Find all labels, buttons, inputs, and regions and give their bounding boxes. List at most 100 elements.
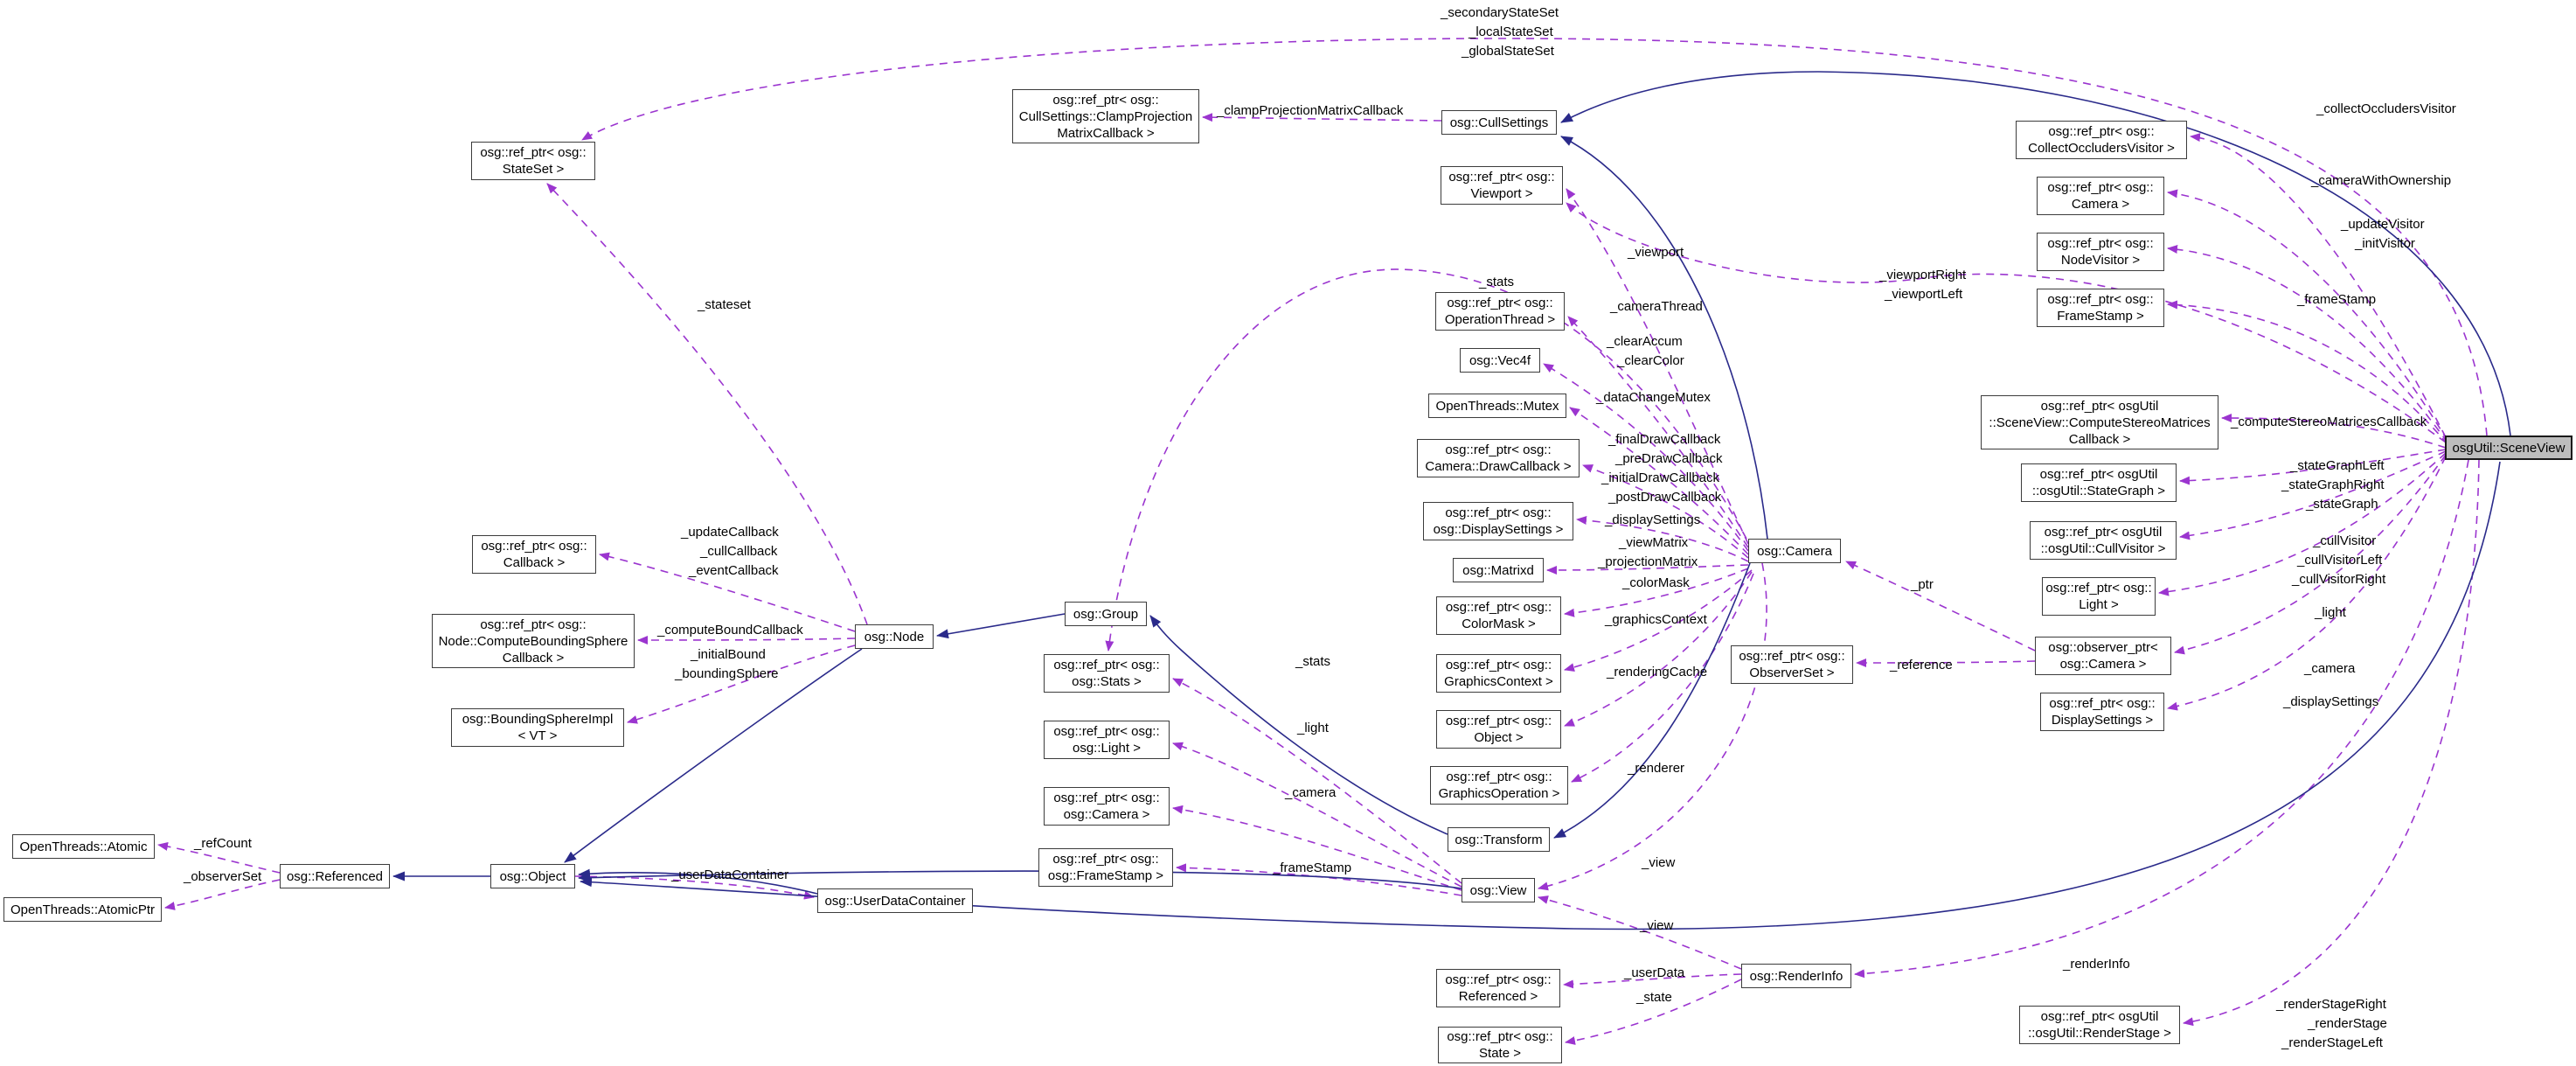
class-node-colormask-ref[interactable]: osg::ref_ptr< osg::ColorMask >: [1436, 596, 1561, 635]
class-node-observerset-ref[interactable]: osg::ref_ptr< osg::ObserverSet >: [1731, 645, 1853, 684]
edge-sceneview-computestereo: [2221, 414, 2447, 449]
edge-label: _computeStereoMatricesCallback: [2231, 415, 2427, 429]
class-node-label: Node::ComputeBoundingSphere: [438, 633, 628, 649]
edge-sceneview-collectoccluders: [2190, 133, 2447, 438]
class-node-label: ::osgUtil::CullVisitor >: [2040, 541, 2166, 556]
edge-camera-stats: [1105, 268, 1747, 651]
class-node-label: osg::Object: [499, 868, 566, 884]
class-node-referenced[interactable]: osg::Referenced: [280, 864, 390, 888]
class-node-graphicsoperation-ref[interactable]: osg::ref_ptr< osg::GraphicsOperation >: [1430, 766, 1568, 805]
class-node-stateset-ref[interactable]: osg::ref_ptr< osg::StateSet >: [471, 142, 595, 180]
class-node-label: osg::Group: [1073, 606, 1139, 622]
edge-renderinfo-view: [1538, 895, 1742, 970]
edge-label: _preDrawCallback: [1615, 451, 1723, 466]
class-node-label: osg::ref_ptr< osg::: [1052, 852, 1159, 867]
edge-sceneview-displaysettings: [2167, 456, 2447, 711]
class-node-stategraph-ref[interactable]: osg::ref_ptr< osgUtil::osgUtil::StateGra…: [2021, 463, 2177, 502]
edge-label: _cullVisitorRight: [2292, 572, 2386, 587]
class-node-label: osg::ref_ptr< osgUtil: [2044, 525, 2163, 540]
edge-sceneview-cullsettings: [1560, 71, 2511, 436]
edge-sceneview-camera: [2174, 454, 2447, 655]
class-node-nodevisitor-ref[interactable]: osg::ref_ptr< osg::NodeVisitor >: [2037, 233, 2164, 271]
class-node-operationthread-ref[interactable]: osg::ref_ptr< osg::OperationThread >: [1435, 292, 1565, 331]
edge-label: _clearAccum: [1607, 334, 1683, 349]
class-node-matrixd[interactable]: osg::Matrixd: [1453, 558, 1544, 582]
class-node-framestamp-ref-left[interactable]: osg::ref_ptr< osg::osg::FrameStamp >: [1038, 848, 1173, 887]
class-node-label: osg::ref_ptr< osg::: [2045, 581, 2152, 596]
edge-label: _renderer: [1628, 761, 1685, 776]
edge-sceneview-stategraph: [2179, 449, 2447, 485]
class-node-camera-ref-left[interactable]: osg::ref_ptr< osg::osg::Camera >: [1044, 787, 1170, 826]
class-node-label: FrameStamp >: [2057, 309, 2144, 324]
edge-sceneview-statesets: [581, 38, 2488, 436]
class-node-cullsettings[interactable]: osg::CullSettings: [1441, 110, 1557, 135]
class-node-displaysettings-mid-ref[interactable]: osg::ref_ptr< osg::osg::DisplaySettings …: [1423, 502, 1573, 540]
class-node-label: Callback >: [502, 650, 565, 665]
edge-view-framestamp: [1176, 863, 1462, 896]
class-node-boundingsphere[interactable]: osg::BoundingSphereImpl< VT >: [451, 708, 624, 747]
class-node-camera[interactable]: osg::Camera: [1748, 539, 1841, 563]
edge-sceneview-light: [2158, 452, 2447, 596]
edge-observercamera-reference: [1856, 658, 2036, 667]
class-node-stats-ref[interactable]: osg::ref_ptr< osg::osg::Stats >: [1044, 654, 1170, 693]
class-node-label: StateSet >: [502, 162, 565, 177]
class-node-renderinfo[interactable]: osg::RenderInfo: [1741, 964, 1851, 988]
class-node-label: osg::Vec4f: [1469, 352, 1531, 368]
edge-label: _initialDrawCallback: [1601, 470, 1720, 485]
edge-label: _frameStamp: [2297, 292, 2377, 307]
class-node-state-ref[interactable]: osg::ref_ptr< osg::State >: [1438, 1027, 1562, 1063]
class-node-viewport-ref[interactable]: osg::ref_ptr< osg::Viewport >: [1441, 166, 1563, 205]
edge-label: _eventCallback: [689, 563, 779, 578]
class-node-label: ColorMask >: [1462, 617, 1536, 631]
class-node-collectoccluders-ref[interactable]: osg::ref_ptr< osg::CollectOccludersVisit…: [2016, 121, 2187, 159]
class-node-referenced-ref[interactable]: osg::ref_ptr< osg::Referenced >: [1436, 969, 1560, 1007]
class-node-light-ref-right[interactable]: osg::ref_ptr< osg::Light >: [2042, 577, 2156, 616]
class-node-label: osg::ref_ptr< osg::: [2047, 292, 2154, 307]
class-node-clamp-ref[interactable]: osg::ref_ptr< osg::CullSettings::ClampPr…: [1012, 89, 1199, 143]
edge-label: _view: [1642, 855, 1676, 870]
class-node-label: osg::Matrixd: [1462, 562, 1534, 578]
class-node-object-ref[interactable]: osg::ref_ptr< osg::Object >: [1436, 710, 1561, 749]
class-node-framestamp-ref-right[interactable]: osg::ref_ptr< osg::FrameStamp >: [2037, 289, 2164, 327]
class-node-callback-ref[interactable]: osg::ref_ptr< osg::Callback >: [472, 535, 596, 574]
edge-label: _updateVisitor: [2341, 217, 2425, 232]
class-node-atomic[interactable]: OpenThreads::Atomic: [12, 834, 155, 859]
class-node-label: osg::DisplaySettings >: [1433, 522, 1564, 537]
class-node-computebound-ref[interactable]: osg::ref_ptr< osg::Node::ComputeBounding…: [432, 614, 635, 668]
class-node-light-ref-left[interactable]: osg::ref_ptr< osg::osg::Light >: [1044, 721, 1170, 759]
class-node-label: osg::UserDataContainer: [824, 893, 966, 909]
class-node-sceneview[interactable]: osgUtil::SceneView: [2445, 435, 2573, 460]
edge-label: _clampProjectionMatrixCallback: [1217, 103, 1404, 118]
class-node-label: osg::ref_ptr< osg::: [1445, 714, 1552, 728]
class-node-vec4f[interactable]: osg::Vec4f: [1460, 348, 1540, 373]
edge-label: _stateset: [698, 297, 751, 312]
class-node-label: osg::View: [1469, 882, 1527, 898]
class-node-view[interactable]: osg::View: [1462, 878, 1535, 902]
class-node-graphicscontext-ref[interactable]: osg::ref_ptr< osg::GraphicsContext >: [1436, 654, 1561, 693]
class-node-atomicptr[interactable]: OpenThreads::AtomicPtr: [3, 897, 162, 922]
edge-camera-datachangemutex: [1569, 407, 1749, 555]
class-node-camera-ref-right[interactable]: osg::ref_ptr< osg::Camera >: [2037, 177, 2164, 215]
class-node-drawcallback-ref[interactable]: osg::ref_ptr< osg::Camera::DrawCallback …: [1417, 439, 1580, 477]
edge-label: _displaySettings: [2283, 694, 2379, 709]
class-node-node[interactable]: osg::Node: [855, 624, 934, 649]
class-node-cullvisitor-ref[interactable]: osg::ref_ptr< osgUtil::osgUtil::CullVisi…: [2030, 521, 2177, 560]
class-node-renderstage-ref[interactable]: osg::ref_ptr< osgUtil::osgUtil::RenderSt…: [2019, 1006, 2180, 1044]
class-node-transform[interactable]: osg::Transform: [1448, 827, 1550, 852]
class-node-userdatacontainer[interactable]: osg::UserDataContainer: [817, 888, 973, 913]
class-node-observer-camera[interactable]: osg::observer_ptr<osg::Camera >: [2035, 637, 2171, 675]
class-node-group[interactable]: osg::Group: [1065, 602, 1147, 626]
edge-camera-camerathread: [1567, 316, 1749, 548]
edge-label: _cullVisitorLeft: [2297, 553, 2383, 568]
class-node-mutex[interactable]: OpenThreads::Mutex: [1428, 394, 1566, 418]
class-node-object[interactable]: osg::Object: [490, 864, 575, 888]
class-node-label: osg::ref_ptr< osg::: [2047, 180, 2154, 195]
class-node-displaysettings-ref-right[interactable]: osg::ref_ptr< osg::DisplaySettings >: [2040, 693, 2164, 731]
class-node-label: osg::ref_ptr< osg::: [480, 145, 587, 160]
edge-sceneview-renderinfo: [1854, 459, 2469, 979]
class-node-label: Referenced >: [1458, 989, 1538, 1004]
class-node-label: osg::Stats >: [1072, 674, 1142, 689]
edge-label: _view: [1640, 918, 1674, 933]
class-node-computestereo-ref[interactable]: osg::ref_ptr< osgUtil::SceneView::Comput…: [1981, 395, 2218, 449]
